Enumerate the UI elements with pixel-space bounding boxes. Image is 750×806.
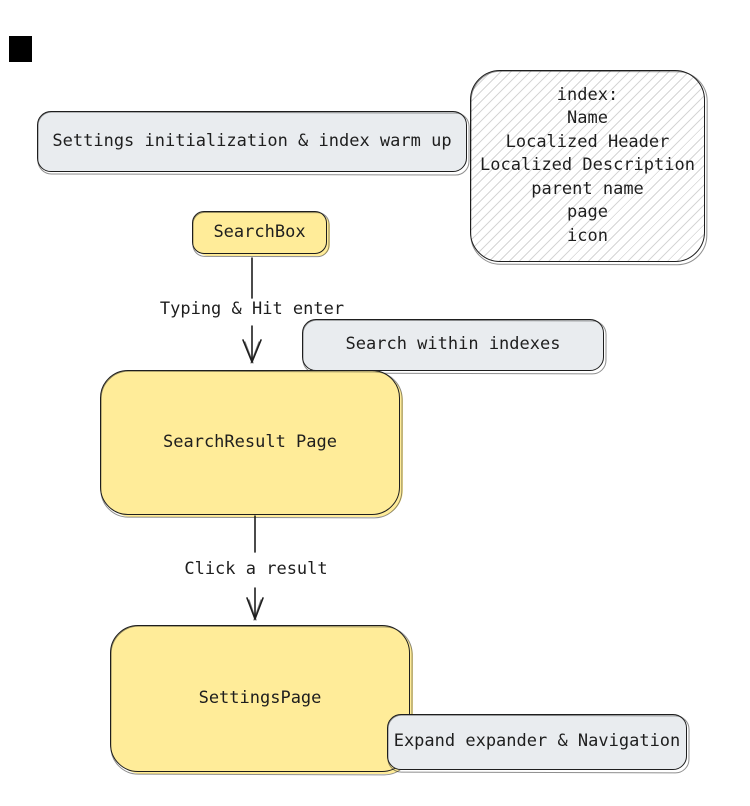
arrow-searchbox-to-searchresult <box>242 257 262 364</box>
edge-label-typing-hit-enter: Typing & Hit enter <box>159 299 345 319</box>
node-searchresult-page: SearchResult Page <box>100 370 400 515</box>
index-note-line: index: <box>556 84 619 105</box>
node-search-within-indexes: Search within indexes <box>302 319 604 371</box>
index-note-line: page <box>567 202 608 223</box>
edge-label-click-a-result: Click a result <box>184 559 328 579</box>
arrow-searchresult-to-settingspage <box>246 515 264 621</box>
index-note-line: Localized Description <box>480 155 695 176</box>
index-note-line: Localized Header <box>505 131 670 152</box>
index-fields-list: index: Name Localized Header Localized D… <box>480 84 695 249</box>
node-settings-initialization: Settings initialization & index warm up <box>37 111 467 172</box>
node-settingspage: SettingsPage <box>110 625 410 772</box>
black-rectangle-mark <box>9 36 32 62</box>
node-searchbox: SearchBox <box>192 211 327 254</box>
node-settingspage-label: SettingsPage <box>198 687 322 708</box>
node-search-within-indexes-label: Search within indexes <box>345 334 561 355</box>
index-note-line: Name <box>567 108 608 129</box>
index-note-line: icon <box>567 225 608 246</box>
node-settings-initialization-label: Settings initialization & index warm up <box>52 130 452 151</box>
node-expand-expander-navigation: Expand expander & Navigation <box>387 714 687 770</box>
node-expand-expander-navigation-label: Expand expander & Navigation <box>393 731 681 752</box>
node-searchbox-label: SearchBox <box>213 221 306 242</box>
node-index-fields-note: index: Name Localized Header Localized D… <box>470 70 705 262</box>
index-note-line: parent name <box>531 178 644 199</box>
node-searchresult-page-label: SearchResult Page <box>163 431 337 452</box>
